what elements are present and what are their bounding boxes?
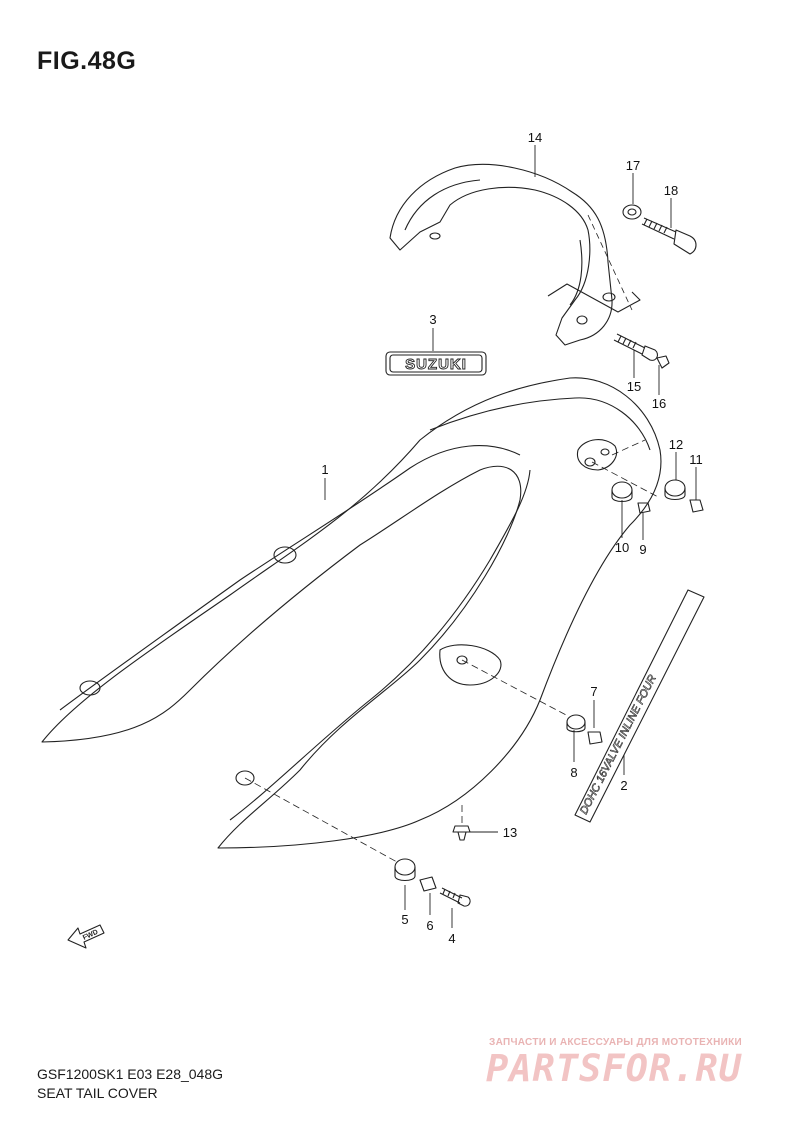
clip-part-13 [452, 825, 471, 841]
figure-title: FIG.48G [37, 47, 137, 75]
callout-5: 5 [401, 912, 408, 927]
callout-12: 12 [669, 437, 683, 452]
callout-14: 14 [528, 130, 542, 145]
bolt-part-15 [613, 333, 659, 361]
grommet-part-8 [566, 714, 586, 733]
callout-10: 10 [615, 540, 629, 555]
watermark-tagline: ЗАПЧАСТИ И АКСЕССУАРЫ ДЛЯ МОТОТЕХНИКИ [489, 1037, 742, 1048]
collar-part-6 [419, 876, 437, 892]
bolt-part-18 [641, 217, 697, 255]
collar-part-9 [637, 502, 651, 514]
callout-3: 3 [429, 312, 436, 327]
grommet-part-5 [394, 858, 416, 882]
callout-2: 2 [620, 778, 627, 793]
callout-15: 15 [627, 379, 641, 394]
emblem-text: SUZUKI [405, 356, 467, 373]
bolt-part-4 [439, 887, 471, 907]
callout-11: 11 [689, 452, 703, 467]
callout-8: 8 [570, 765, 577, 780]
callout-9: 9 [639, 542, 646, 557]
forward-arrow-label: FWD [82, 929, 99, 942]
callout-17: 17 [626, 158, 640, 173]
watermark-logo: PARTSFOR.RU [486, 1047, 743, 1090]
suzuki-emblem-part [385, 351, 487, 376]
nut-part-11 [689, 499, 704, 513]
callout-16: 16 [652, 396, 666, 411]
diagram-title: SEAT TAIL COVER [37, 1085, 158, 1101]
grommet-part-12 [664, 479, 686, 501]
callout-1: 1 [321, 462, 328, 477]
forward-arrow-icon [67, 924, 105, 949]
collar-part-7 [587, 731, 603, 745]
callout-6: 6 [426, 918, 433, 933]
washer-part-17 [622, 204, 642, 220]
decal-part [574, 589, 705, 823]
seat-tail-cover-part [41, 377, 662, 849]
callout-18: 18 [664, 183, 678, 198]
callout-13: 13 [503, 825, 517, 840]
grommet-part-10 [611, 481, 633, 503]
callout-7: 7 [590, 684, 597, 699]
callout-4: 4 [448, 931, 455, 946]
grab-rail-part [389, 163, 641, 346]
cap-part-16 [656, 355, 670, 369]
diagram-code: GSF1200SK1 E03 E28_048G [37, 1066, 224, 1082]
